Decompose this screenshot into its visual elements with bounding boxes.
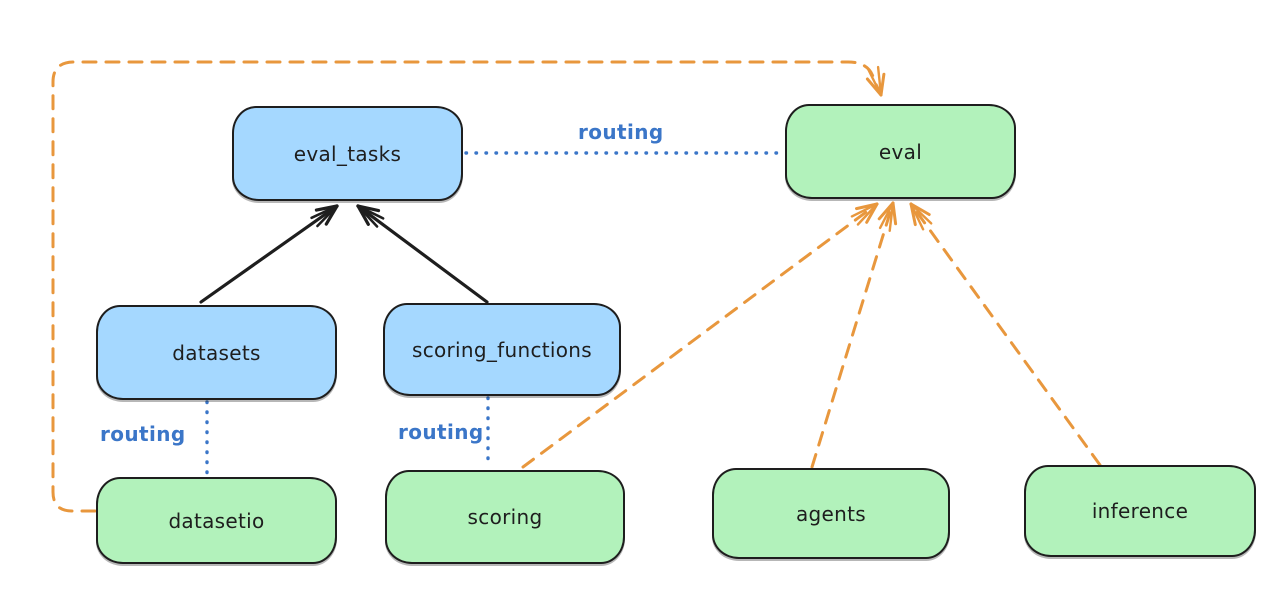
edge-datasets-to-eval-tasks xyxy=(199,204,339,304)
node-datasets: datasets xyxy=(96,305,337,400)
edge-inference-to-eval xyxy=(909,202,1102,467)
arrowhead xyxy=(316,204,339,228)
edge-datasetio-to-eval xyxy=(51,60,882,513)
node-agents: agents xyxy=(712,468,950,559)
edge-label-routing-top: routing xyxy=(578,120,664,144)
node-datasetio-label: datasetio xyxy=(168,508,265,533)
node-scoring: scoring xyxy=(385,470,625,564)
node-agents-label: agents xyxy=(796,501,866,526)
node-scoring-functions: scoring_functions xyxy=(383,303,621,396)
node-scoring-label: scoring xyxy=(467,505,543,529)
arrowhead xyxy=(888,201,895,233)
arrowhead xyxy=(878,201,895,230)
node-eval-tasks: eval_tasks xyxy=(232,106,463,201)
edge-label-routing-scoring: routing xyxy=(398,420,484,444)
arrowhead xyxy=(876,65,883,97)
edge-label-routing-datasets: routing xyxy=(100,422,186,446)
edge-scoring-functions-to-eval-tasks xyxy=(356,204,489,304)
edge-scoring-to-eval xyxy=(521,202,879,469)
arrowhead xyxy=(310,204,339,220)
arrowhead xyxy=(356,204,379,228)
edge-agents-to-eval xyxy=(810,201,895,469)
node-eval-tasks-label: eval_tasks xyxy=(293,141,402,166)
arrowhead xyxy=(356,204,385,220)
node-scoring-functions-label: scoring_functions xyxy=(411,337,593,362)
arrowhead xyxy=(856,202,879,226)
arrowhead xyxy=(850,202,879,218)
arrowhead xyxy=(909,202,933,225)
node-inference: inference xyxy=(1024,465,1256,557)
node-inference-label: inference xyxy=(1091,499,1189,523)
node-eval: eval xyxy=(785,104,1016,199)
node-eval-label: eval xyxy=(878,139,923,164)
node-datasetio: datasetio xyxy=(96,477,337,564)
node-datasets-label: datasets xyxy=(172,340,261,365)
arrowhead xyxy=(909,202,925,231)
arrowhead xyxy=(867,68,883,97)
